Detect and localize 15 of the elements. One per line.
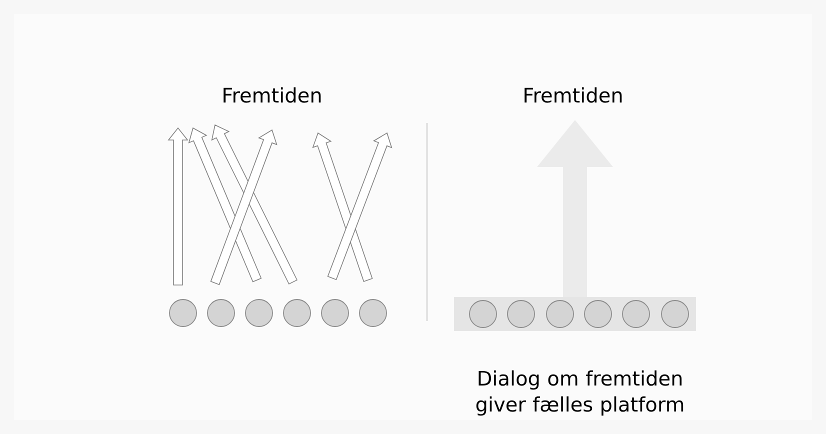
caption: Dialog om fremtiden giver fælles platform [476, 370, 684, 416]
circle-marker [283, 299, 311, 327]
heading: Fremtiden [224, 87, 321, 103]
circle-marker [584, 300, 612, 328]
circle-marker [359, 299, 387, 327]
circle-marker [321, 299, 349, 327]
circle-marker [245, 299, 273, 327]
circle-marker [169, 299, 197, 327]
circle-marker [469, 300, 497, 328]
heading: Fremtiden [524, 87, 622, 103]
circle-marker [622, 300, 650, 328]
circle-marker [661, 300, 689, 328]
circle-marker [207, 299, 235, 327]
circle-marker [546, 300, 574, 328]
circle-marker [507, 300, 535, 328]
